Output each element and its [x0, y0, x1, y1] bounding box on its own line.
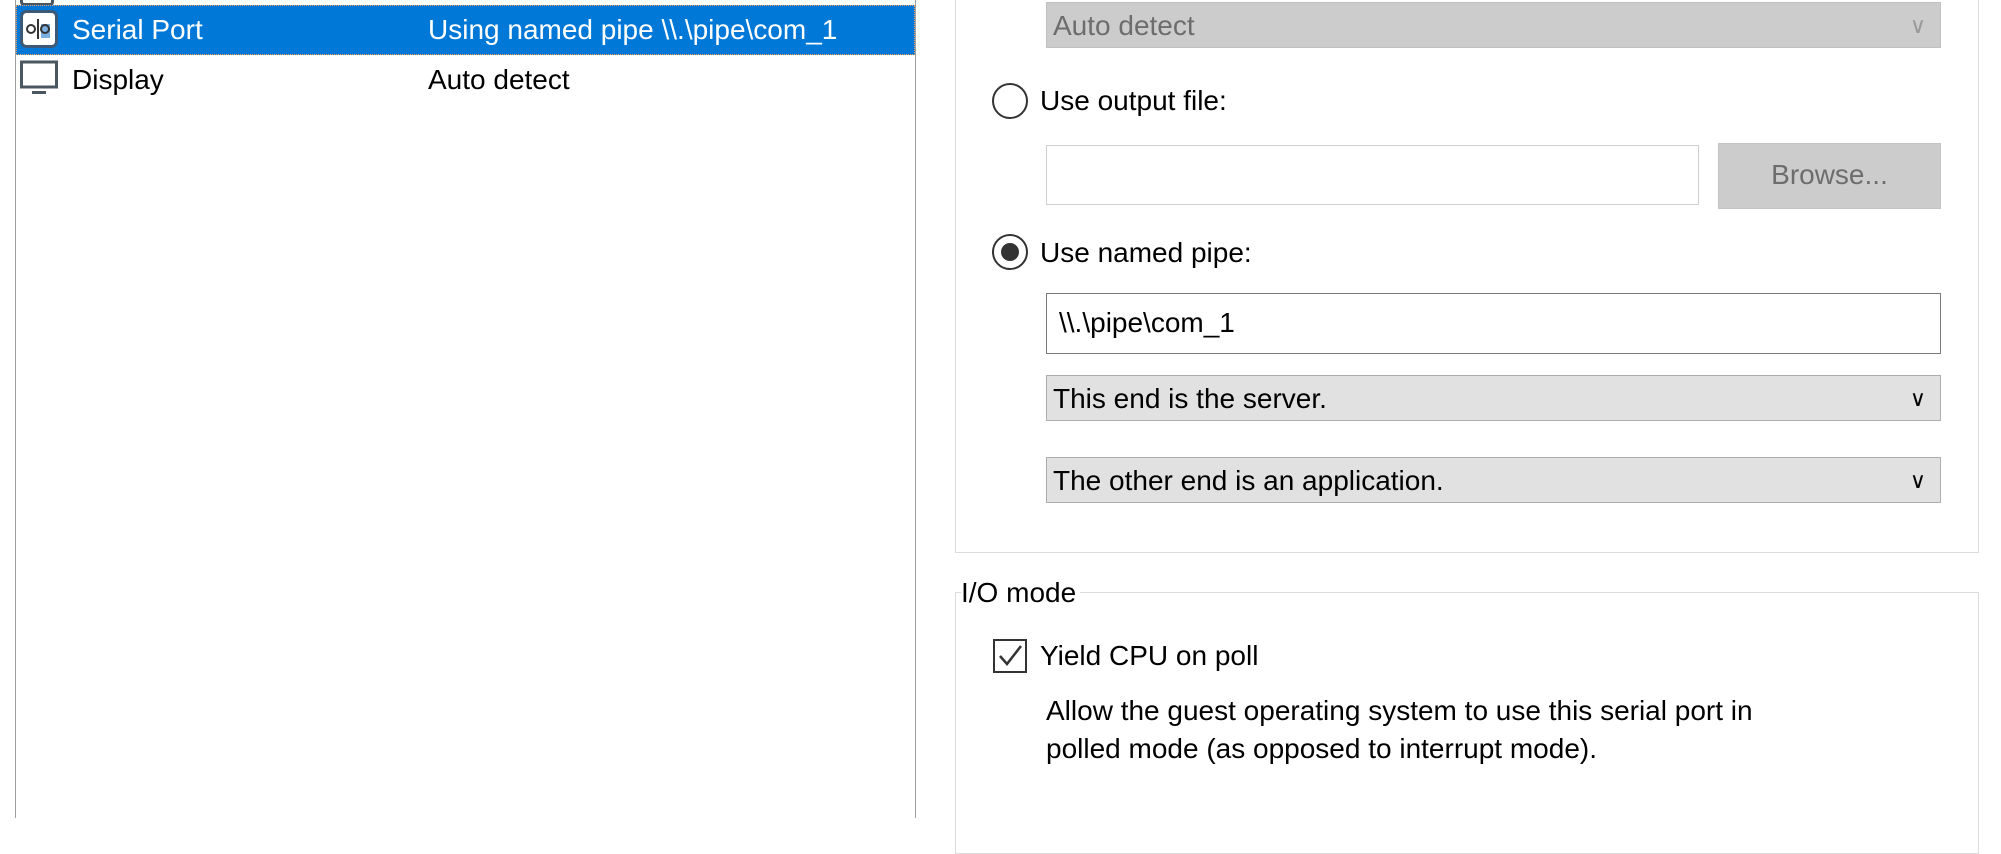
- physical-port-combo: Auto detect ∨: [1046, 2, 1941, 48]
- output-file-radio[interactable]: [992, 83, 1028, 119]
- named-pipe-radio[interactable]: [992, 234, 1028, 270]
- io-mode-title: I/O mode: [961, 576, 1081, 610]
- other-end-combo[interactable]: The other end is an application. ∨: [1046, 457, 1941, 503]
- connection-group: [955, 0, 1979, 553]
- chevron-down-icon: ∨: [1909, 13, 1926, 38]
- device-name: Display: [72, 64, 164, 95]
- combo-value: Auto detect: [1053, 10, 1195, 41]
- partial-item-icon: [20, 0, 54, 6]
- io-mode-description-line2: polled mode (as opposed to interrupt mod…: [1046, 733, 1597, 764]
- named-pipe-label[interactable]: Use named pipe:: [1040, 237, 1252, 268]
- checkmark-icon: [999, 645, 1022, 666]
- device-name: Serial Port: [72, 14, 203, 45]
- combo-value: The other end is an application.: [1053, 465, 1444, 496]
- monitor-icon: [20, 60, 58, 94]
- pipe-end-combo[interactable]: This end is the server. ∨: [1046, 375, 1941, 421]
- radio-dot: [1001, 243, 1019, 261]
- yield-cpu-checkbox[interactable]: [993, 639, 1027, 673]
- chevron-down-icon: ∨: [1909, 468, 1926, 493]
- serial-port-icon: [20, 10, 58, 48]
- device-summary: Auto detect: [428, 64, 570, 95]
- named-pipe-input[interactable]: \\.\pipe\com_1: [1046, 293, 1941, 354]
- yield-cpu-label[interactable]: Yield CPU on poll: [1040, 640, 1259, 671]
- chevron-down-icon: ∨: [1909, 386, 1926, 411]
- output-file-input: [1046, 145, 1699, 205]
- device-list[interactable]: Serial Port Using named pipe \\.\pipe\co…: [15, 0, 916, 818]
- output-file-label[interactable]: Use output file:: [1040, 85, 1227, 116]
- combo-value: This end is the server.: [1053, 383, 1327, 414]
- browse-button: Browse...: [1718, 143, 1941, 209]
- device-item-serial-port[interactable]: Serial Port Using named pipe \\.\pipe\co…: [16, 5, 915, 55]
- device-item-display[interactable]: Display Auto detect: [16, 55, 915, 105]
- device-summary: Using named pipe \\.\pipe\com_1: [428, 14, 838, 45]
- io-mode-description-line1: Allow the guest operating system to use …: [1046, 695, 1753, 726]
